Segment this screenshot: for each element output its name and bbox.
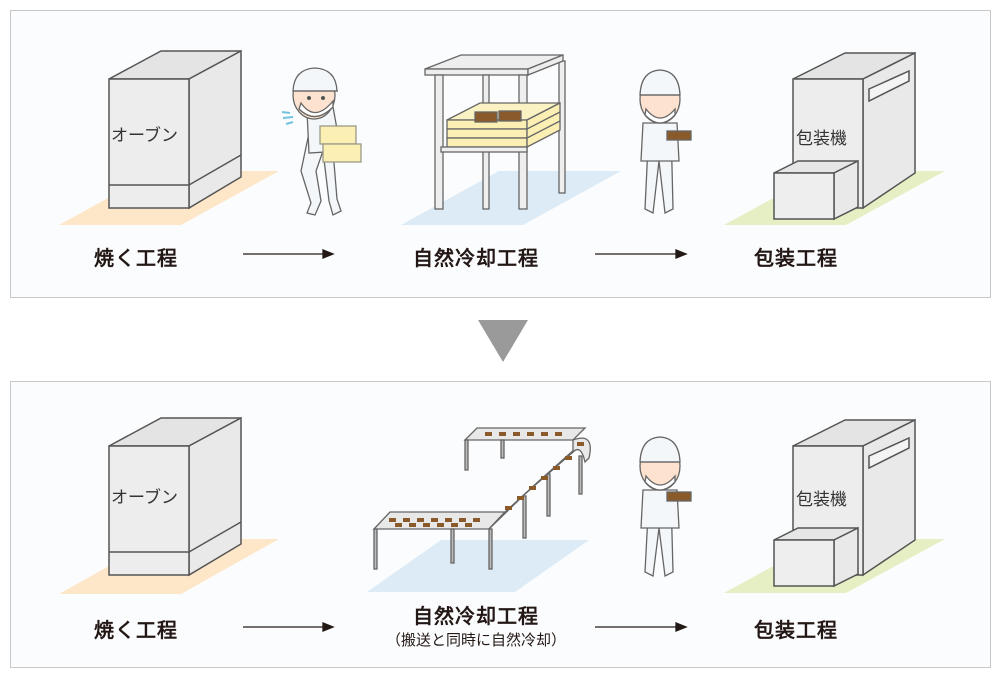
packing-machine-label: 包装機 [796, 490, 847, 510]
arrow-right-icon [243, 249, 335, 259]
step-label-packing: 包装工程 [754, 246, 838, 270]
process-after-panel: オーブン 包装機 焼く工程 自然冷却工程 （搬送と同時に自然冷却） 包装工程 [10, 381, 991, 668]
before-illustration [59, 49, 945, 259]
oven-icon [108, 49, 242, 210]
after-illustration [59, 416, 945, 632]
oven-label: オーブン [111, 488, 178, 508]
worker-carrying-boxes-icon [292, 67, 362, 216]
oven-label: オーブン [111, 126, 178, 146]
step-sublabel-cooling: （搬送と同時に自然冷却） [385, 631, 566, 649]
step-label-cooling: 自然冷却工程 [413, 246, 539, 270]
packing-machine-icon [773, 418, 916, 588]
down-triangle-icon [478, 320, 528, 362]
worker-holding-bread-icon [639, 69, 692, 214]
oven-icon [108, 416, 242, 577]
arrow-right-icon [243, 622, 335, 632]
packing-machine-label: 包装機 [796, 129, 847, 149]
arrow-right-icon [595, 249, 688, 259]
cooling-rack-icon [424, 54, 566, 210]
process-before-panel: オーブン 包装機 焼く工程 自然冷却工程 包装工程 [10, 10, 991, 298]
cooling-floor [401, 171, 621, 225]
step-label-baking: 焼く工程 [94, 618, 178, 642]
motion-lines-icon [281, 111, 294, 125]
cooling-floor [367, 540, 589, 592]
conveyor-icon [372, 427, 591, 570]
step-label-packing: 包装工程 [754, 618, 838, 642]
worker-holding-bread-icon [639, 436, 692, 577]
packing-machine-icon [773, 51, 916, 221]
arrow-right-icon [595, 622, 688, 632]
step-label-cooling: 自然冷却工程 [413, 604, 539, 628]
step-label-baking: 焼く工程 [94, 246, 178, 270]
